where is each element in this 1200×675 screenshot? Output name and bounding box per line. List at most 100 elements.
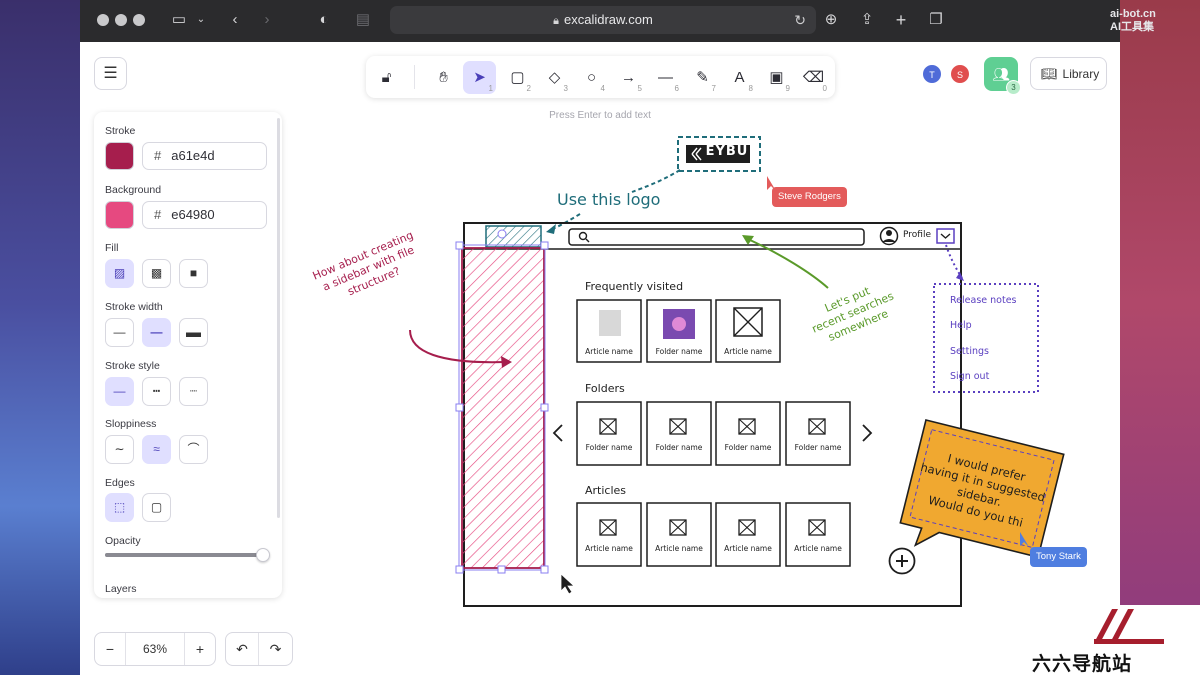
- drawing-canvas[interactable]: [80, 42, 1120, 675]
- watermark: ai-bot.cn AI工具集: [1110, 8, 1156, 33]
- stroke-width-thin-option[interactable]: —: [105, 318, 134, 347]
- browser-window: ▭ ⌄ ‹ › ◐ ▤ 🔒︎excalidraw.com ↻ ⊕ ⇪ + ❐: [80, 0, 1120, 675]
- logo-mark: [691, 147, 702, 161]
- add-button-sketch: [888, 547, 916, 575]
- badge-text: 六六导航站: [1032, 654, 1133, 675]
- sidebar-rectangle: [461, 247, 545, 569]
- library-label: Library: [1062, 67, 1100, 81]
- fill-solid-option[interactable]: ■: [179, 259, 208, 288]
- image-tool-button[interactable]: ▣9: [769, 69, 790, 93]
- article-item-label: Article name: [794, 544, 842, 553]
- logo-connector-head: [546, 224, 556, 234]
- background-hex-input[interactable]: #e64980: [142, 201, 267, 229]
- collaborator-avatar-s[interactable]: S: [950, 64, 970, 84]
- lock-icon: 🔒︎: [553, 15, 559, 27]
- shield-icon[interactable]: ◐: [319, 11, 329, 28]
- frequent-card-2: [646, 299, 712, 363]
- rectangle-tool-button[interactable]: ▢2: [510, 69, 531, 93]
- folder-item-label: Folder name: [655, 443, 703, 452]
- stroke-width-bold-option[interactable]: —: [142, 318, 171, 347]
- cursor-tony: [1020, 532, 1029, 547]
- excalidraw-app: EYBU Use this logo How about creating a …: [80, 42, 1120, 675]
- article-card-2: [646, 502, 712, 567]
- stroke-hex-input[interactable]: #a61e4d: [142, 142, 267, 170]
- address-bar[interactable]: 🔒︎excalidraw.com ↻: [390, 6, 816, 34]
- zoom-level[interactable]: 63%: [125, 633, 185, 665]
- back-icon[interactable]: ‹: [232, 11, 238, 28]
- eraser-tool-button[interactable]: ⌫0: [802, 69, 827, 93]
- line-tool-button[interactable]: —6: [658, 69, 679, 93]
- edges-label: Edges: [105, 477, 135, 489]
- opacity-slider-thumb[interactable]: [256, 548, 270, 562]
- diamond-tool-button[interactable]: ◇3: [548, 69, 568, 93]
- diamond-icon: ◇: [548, 69, 561, 86]
- background-color-swatch[interactable]: [105, 201, 134, 229]
- collaborator-avatar-t[interactable]: T: [922, 64, 942, 84]
- sloppiness-architect-option[interactable]: ∼: [105, 435, 134, 464]
- stroke-style-dashed-option[interactable]: ┅: [142, 377, 171, 406]
- zoom-out-button[interactable]: −: [105, 641, 115, 657]
- draw-tool-button[interactable]: ✎7: [696, 69, 716, 93]
- window-zoom-button[interactable]: [133, 14, 145, 26]
- panel-scrollbar[interactable]: [277, 118, 280, 518]
- download-icon[interactable]: ⊕: [824, 11, 838, 28]
- history-controls: ↶ ↷: [225, 632, 293, 666]
- logo-note: Use this logo: [557, 190, 661, 209]
- library-button[interactable]: 📖︎Library: [1030, 57, 1107, 90]
- chevron-down-icon[interactable]: ⌄: [196, 14, 206, 25]
- frequent-card-1: [576, 299, 642, 363]
- lock-tool-button[interactable]: 🔓︎: [370, 61, 403, 94]
- fill-hachure-option[interactable]: ▨: [105, 259, 134, 288]
- dropdown-item-release-notes: Release notes: [950, 295, 1017, 306]
- folder-card-1: [576, 401, 642, 466]
- sloppiness-cartoonist-option[interactable]: ⌒: [179, 435, 208, 464]
- redo-button[interactable]: ↷: [269, 641, 282, 657]
- hand-tool-button[interactable]: ✋︎: [427, 61, 460, 94]
- folder-card-2: [646, 401, 712, 466]
- window-minimize-button[interactable]: [115, 14, 127, 26]
- sloppiness-label: Sloppiness: [105, 418, 157, 430]
- stroke-color-swatch[interactable]: [105, 142, 134, 170]
- opacity-slider-track[interactable]: [105, 553, 263, 557]
- stroke-style-dotted-option[interactable]: ┈: [179, 377, 208, 406]
- tabs-overview-icon[interactable]: ❐: [929, 11, 943, 28]
- stroke-width-extra-bold-option[interactable]: ▬: [179, 318, 208, 347]
- hachure-icon: ▨: [113, 266, 126, 280]
- fill-crosshatch-option[interactable]: ▩: [142, 259, 171, 288]
- undo-button[interactable]: ↶: [226, 633, 259, 665]
- edges-round-option[interactable]: ▢: [142, 493, 171, 522]
- stroke-style-solid-option[interactable]: —: [105, 377, 134, 406]
- extra-bold-line-icon: ▬: [186, 324, 201, 341]
- browser-toolbar: ▭ ⌄ ‹ › ◐ ▤ 🔒︎excalidraw.com ↻ ⊕ ⇪ + ❐: [80, 0, 1120, 42]
- arrow-tool-button[interactable]: →5: [621, 69, 642, 93]
- dropdown-menu: [933, 283, 1039, 393]
- mouse-pointer: [560, 573, 576, 595]
- folder-item-label: Folder name: [794, 443, 842, 452]
- reload-icon[interactable]: ↻: [794, 12, 806, 28]
- arrow-icon: →: [621, 69, 636, 86]
- edges-sharp-option[interactable]: ⬚: [105, 493, 134, 522]
- tool-hint: Press Enter to add text: [549, 110, 651, 121]
- window-close-button[interactable]: [97, 14, 109, 26]
- new-tab-icon[interactable]: +: [895, 10, 907, 30]
- stroke-width-label: Stroke width: [105, 301, 163, 313]
- main-menu-button[interactable]: ☰: [94, 57, 127, 90]
- dropdown-item-settings: Settings: [950, 346, 989, 357]
- artist-icon: ≈: [153, 442, 160, 456]
- opacity-label: Opacity: [105, 535, 141, 547]
- desktop-wallpaper-left: [0, 0, 80, 675]
- article-item-label: Article name: [655, 544, 703, 553]
- zoom-in-button[interactable]: +: [195, 641, 205, 657]
- line-icon: —: [658, 69, 673, 86]
- frequent-card-3: [715, 299, 781, 363]
- properties-panel: Stroke #a61e4d Background #e64980 Fill ▨…: [94, 112, 282, 598]
- selection-tool-button[interactable]: ➤1: [463, 61, 496, 94]
- forward-icon[interactable]: ›: [264, 11, 270, 28]
- sloppiness-artist-option[interactable]: ≈: [142, 435, 171, 464]
- reader-icon[interactable]: ▤: [355, 11, 371, 28]
- ellipse-tool-button[interactable]: ○4: [586, 69, 605, 93]
- sidebar-toggle-icon[interactable]: ▭: [171, 11, 187, 28]
- solid-line-icon: —: [113, 384, 126, 398]
- share-icon[interactable]: ⇪: [860, 11, 874, 28]
